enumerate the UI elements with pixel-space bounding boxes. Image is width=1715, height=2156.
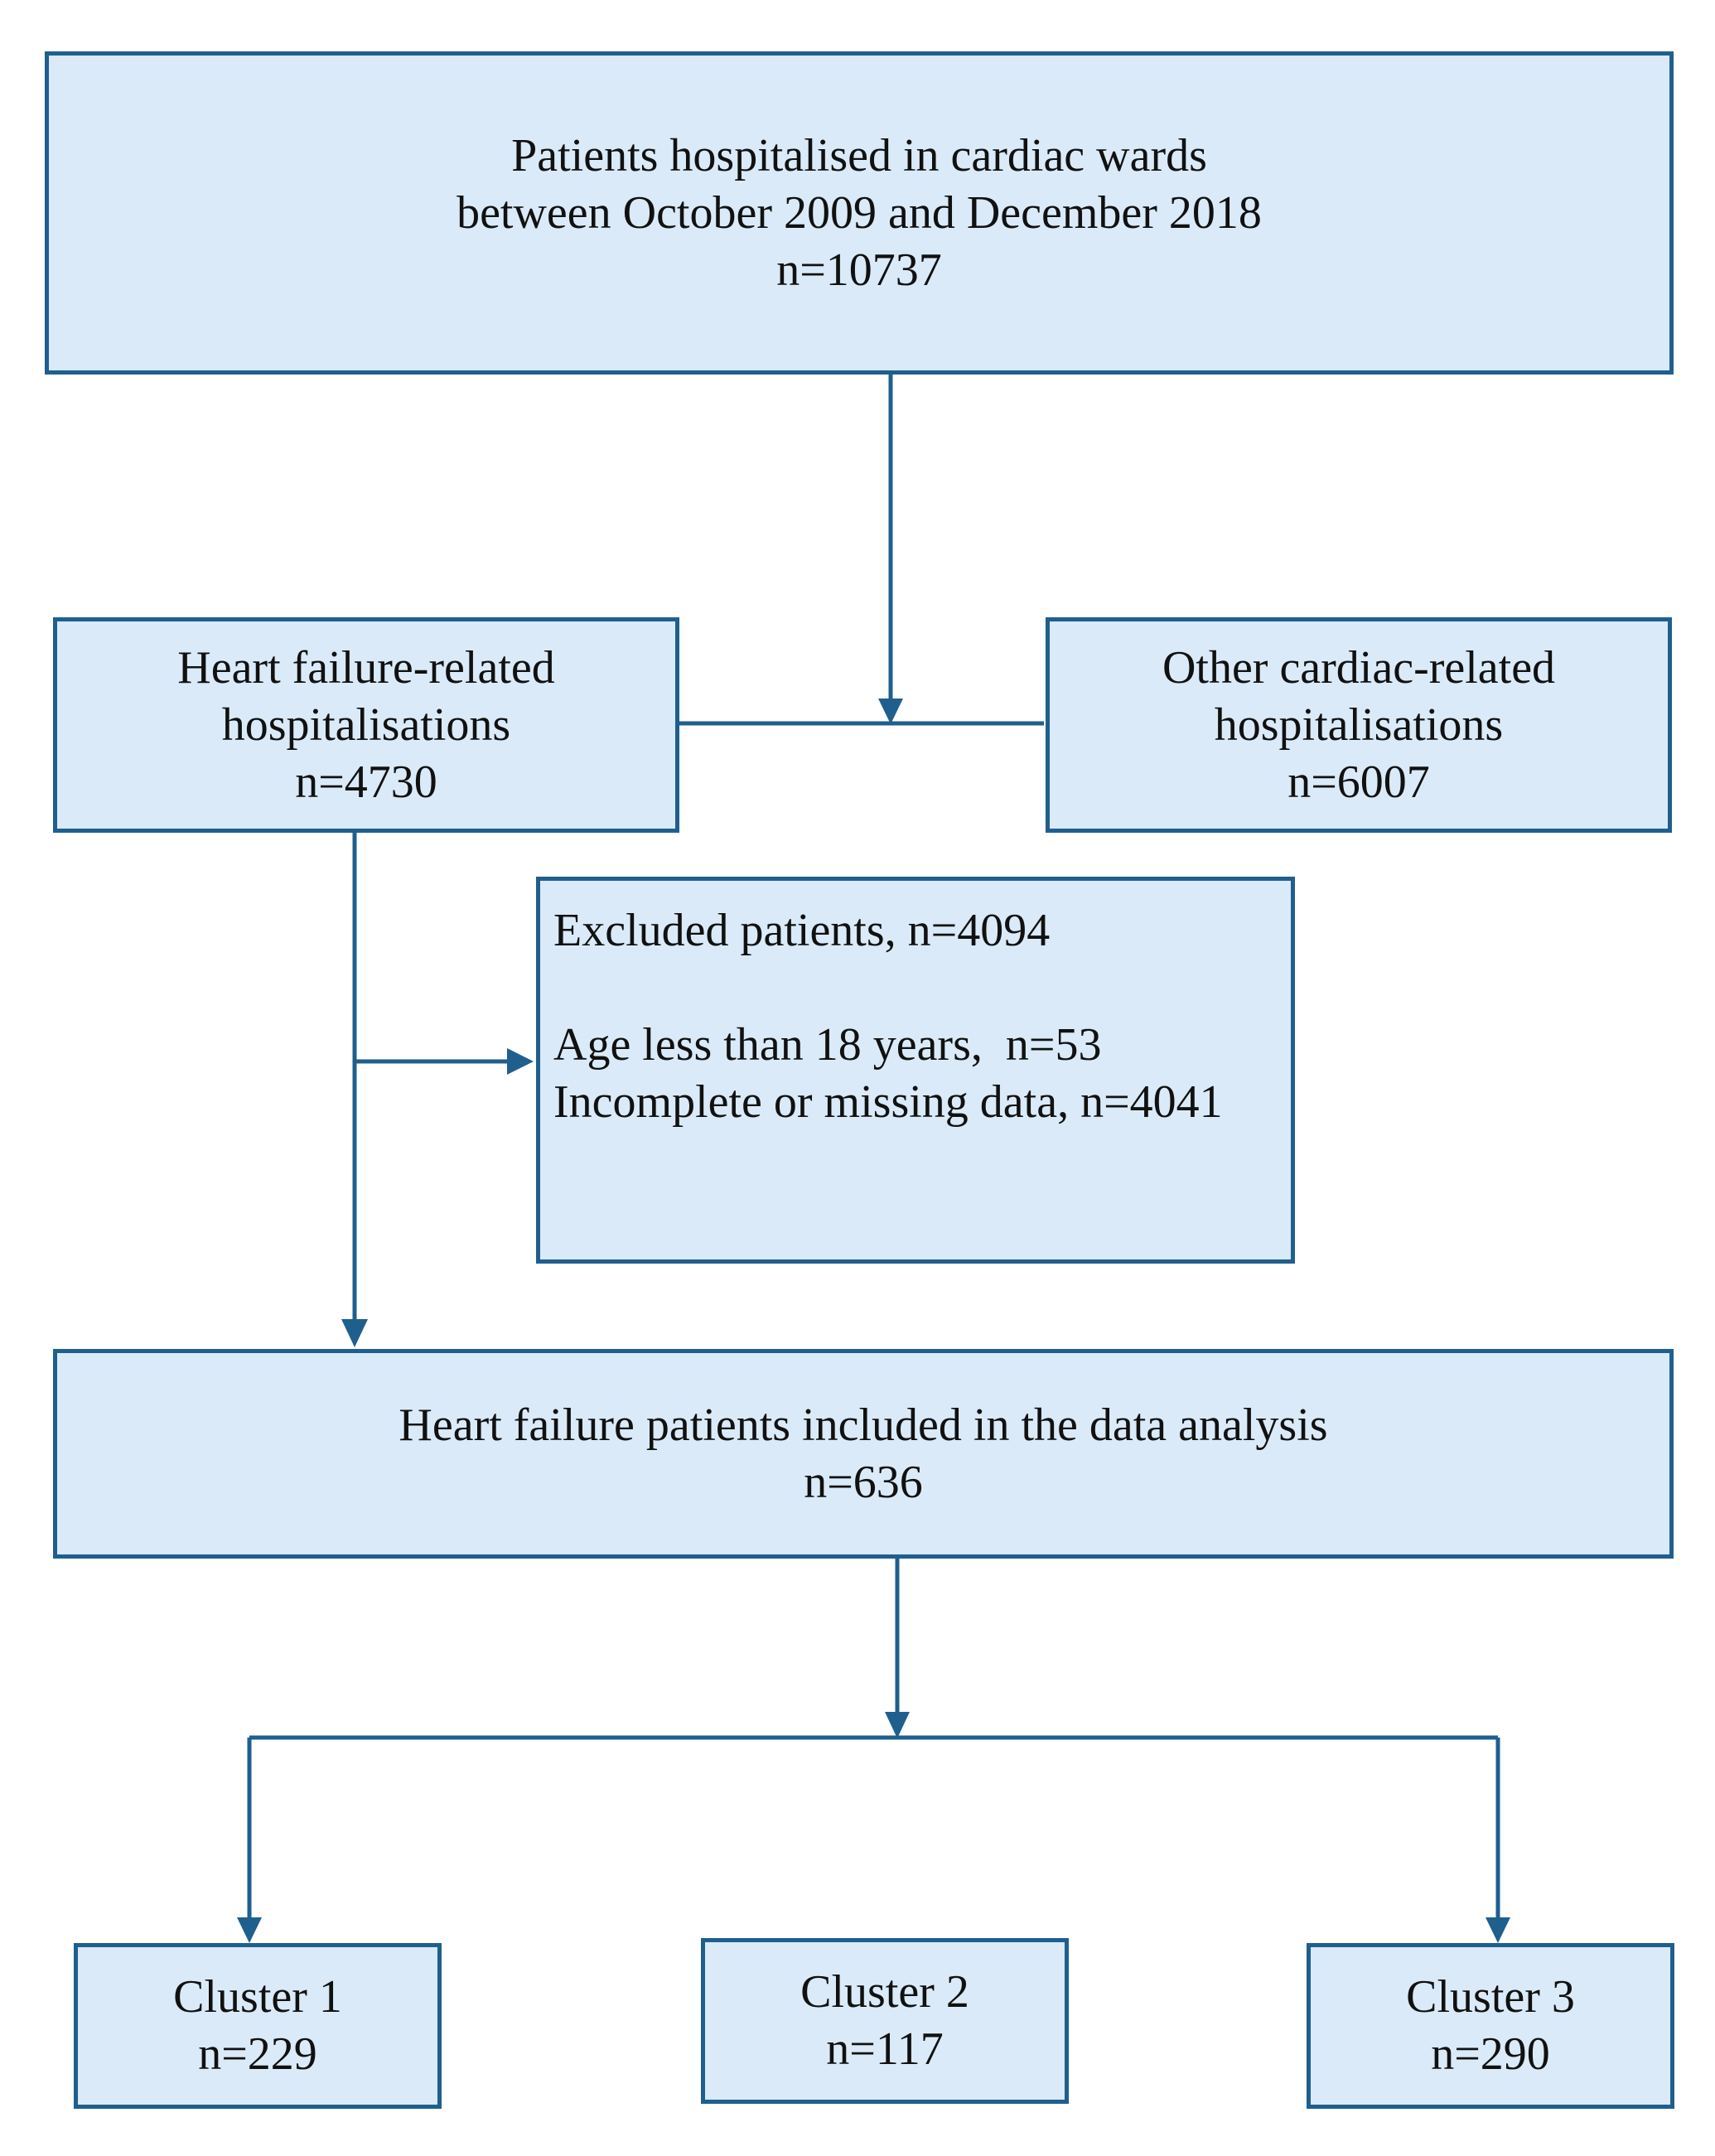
cluster-3-count: n=290 <box>1431 2028 1550 2080</box>
box-excluded: Excluded patients, n=4094 Age less than … <box>536 877 1295 1264</box>
hf-hospitalisations-line-2: hospitalisations <box>221 699 511 751</box>
other-cardiac-line-1: Other cardiac-related <box>1162 641 1556 694</box>
box-all-patients: Patients hospitalised in cardiac wards b… <box>45 51 1674 375</box>
all-patients-count: n=10737 <box>776 244 942 296</box>
excluded-title: Excluded patients, n=4094 <box>553 905 1051 956</box>
box-cluster-3: Cluster 3 n=290 <box>1307 1943 1674 2109</box>
excluded-reason-missing-data: Incomplete or missing data, n=4041 <box>553 1076 1223 1128</box>
box-cluster-2: Cluster 2 n=117 <box>701 1938 1069 2104</box>
cluster-2-label: Cluster 2 <box>800 1966 969 2018</box>
hf-hospitalisations-line-1: Heart failure-related <box>177 641 555 694</box>
arrowhead-cluster-3 <box>1486 1917 1510 1943</box>
arrowhead-top-split <box>878 699 903 724</box>
arrowhead-excluded <box>507 1048 534 1075</box>
box-hf-hospitalisations: Heart failure-related hospitalisations n… <box>53 617 679 833</box>
hf-hospitalisations-count: n=4730 <box>295 756 437 808</box>
other-cardiac-line-2: hospitalisations <box>1214 699 1504 751</box>
arrowhead-included <box>341 1319 368 1347</box>
excluded-reason-age: Age less than 18 years, n=53 <box>553 1019 1102 1071</box>
box-included: Heart failure patients included in the d… <box>53 1349 1674 1559</box>
cluster-1-count: n=229 <box>198 2028 317 2080</box>
arrowhead-cluster-split <box>885 1712 910 1738</box>
other-cardiac-count: n=6007 <box>1287 756 1430 808</box>
all-patients-line-1: Patients hospitalised in cardiac wards <box>511 129 1207 181</box>
cluster-1-label: Cluster 1 <box>173 1971 342 2023</box>
box-other-cardiac: Other cardiac-related hospitalisations n… <box>1046 617 1672 833</box>
included-count: n=636 <box>804 1456 923 1508</box>
cluster-3-label: Cluster 3 <box>1406 1971 1575 2023</box>
box-cluster-1: Cluster 1 n=229 <box>74 1943 442 2109</box>
included-line-1: Heart failure patients included in the d… <box>399 1399 1328 1451</box>
all-patients-line-2: between October 2009 and December 2018 <box>457 186 1262 239</box>
cluster-2-count: n=117 <box>826 2023 944 2075</box>
arrowhead-cluster-1 <box>237 1917 262 1943</box>
